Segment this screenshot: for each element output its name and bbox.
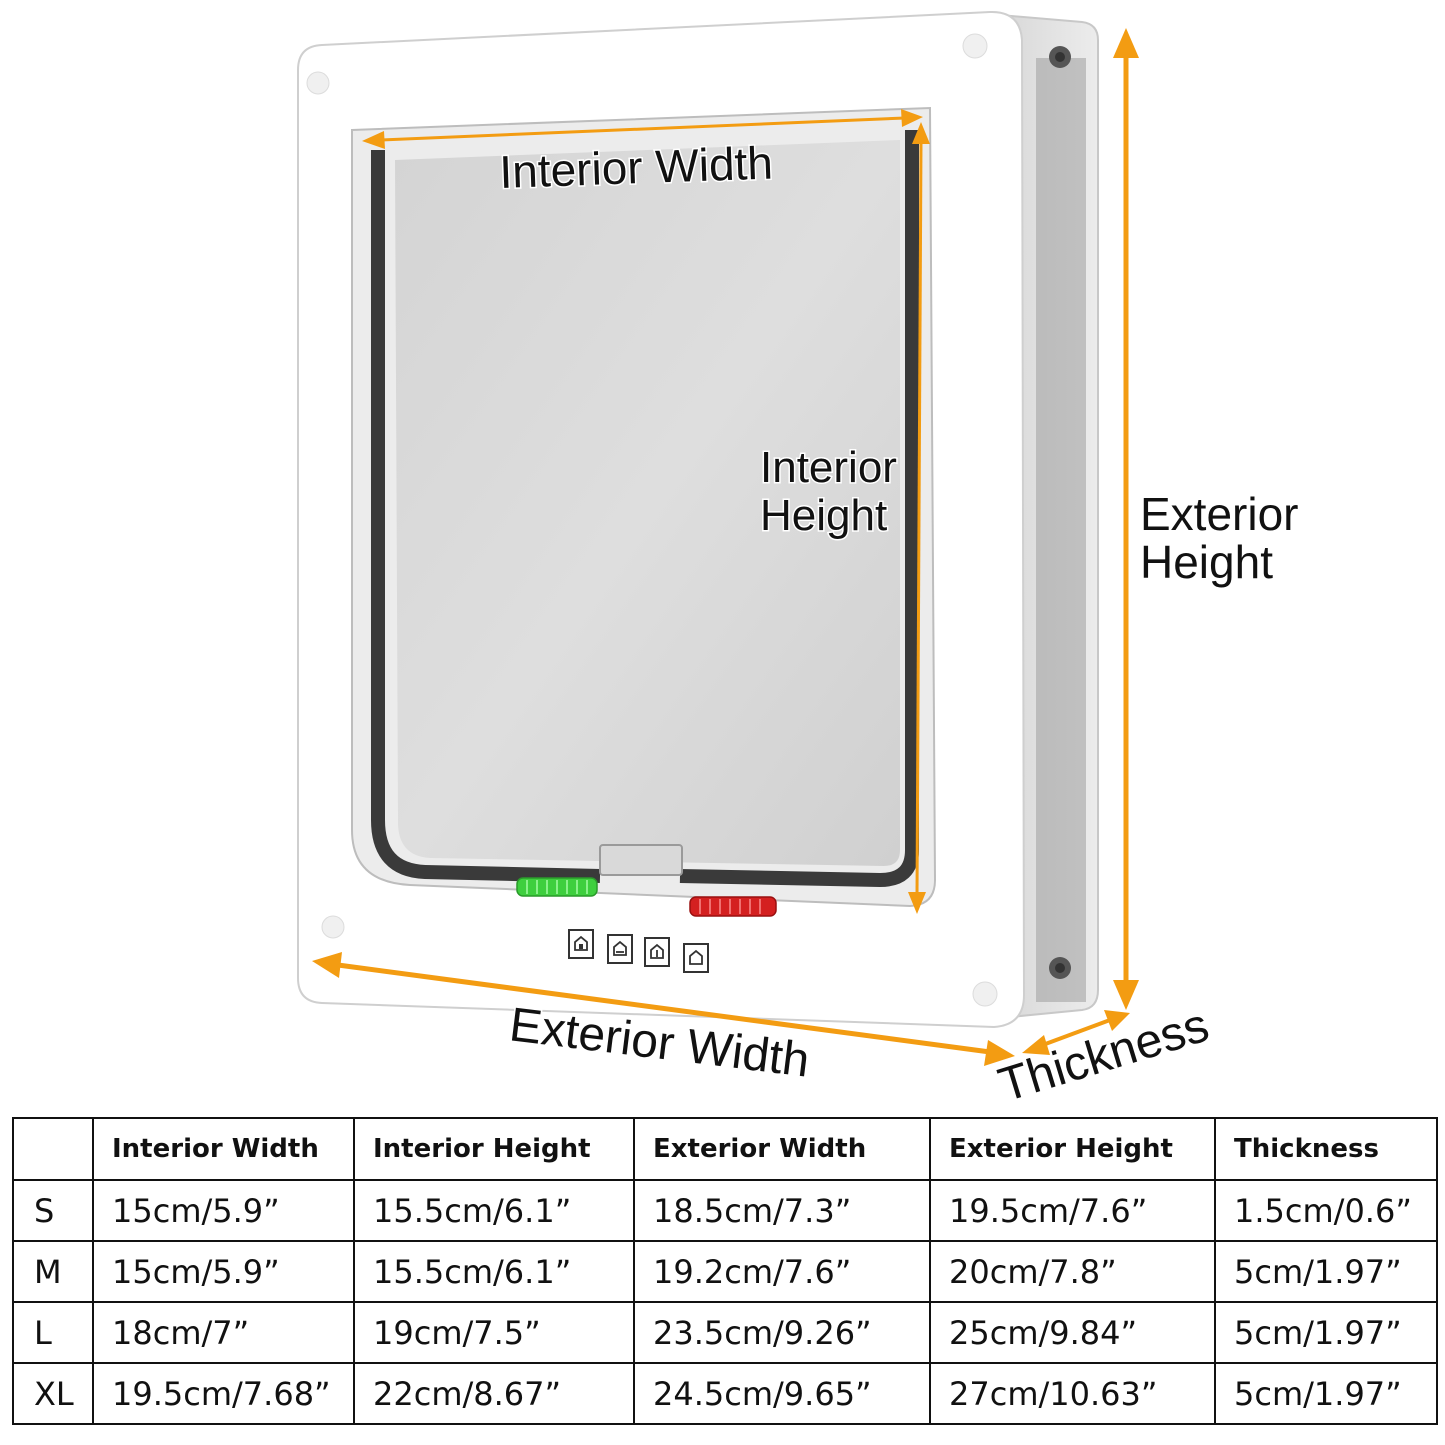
header-exterior-width: Exterior Width (633, 1117, 931, 1181)
exterior-height-cell: 19.5cm/7.6” (929, 1179, 1216, 1242)
exterior-height-arrow (1113, 28, 1139, 1010)
interior-height-arrow (908, 122, 930, 914)
screw-cover (321, 915, 345, 939)
green-lock-lever (516, 877, 598, 897)
lock-mode-icons (568, 929, 709, 973)
interior-height-cell: 15.5cm/6.1” (353, 1240, 635, 1303)
interior-width-cell: 18cm/7” (92, 1301, 355, 1364)
exterior-height-cell: 25cm/9.84” (929, 1301, 1216, 1364)
table-row: L 18cm/7” 19cm/7.5” 23.5cm/9.26” 25cm/9.… (12, 1301, 1438, 1364)
flap-door (351, 106, 937, 908)
thickness-cell: 5cm/1.97” (1214, 1362, 1438, 1425)
flap-latch (599, 844, 683, 876)
size-cell: S (12, 1179, 94, 1242)
interior-height-cell: 15.5cm/6.1” (353, 1179, 635, 1242)
open-both-icon (683, 943, 709, 973)
screw-cover (972, 981, 998, 1007)
thickness-cell: 5cm/1.97” (1214, 1240, 1438, 1303)
table-row: XL 19.5cm/7.68” 22cm/8.67” 24.5cm/9.65” … (12, 1362, 1438, 1425)
table-row: M 15cm/5.9” 15.5cm/6.1” 19.2cm/7.6” 20cm… (12, 1240, 1438, 1303)
interior-width-cell: 15cm/5.9” (92, 1240, 355, 1303)
size-cell: L (12, 1301, 94, 1364)
thickness-cell: 1.5cm/0.6” (1214, 1179, 1438, 1242)
exterior-width-cell: 18.5cm/7.3” (633, 1179, 931, 1242)
cat-flap-diagram: Interior Width Interior Height Exterior … (297, 10, 1311, 1110)
table-row: S 15cm/5.9” 15.5cm/6.1” 18.5cm/7.3” 19.5… (12, 1179, 1438, 1242)
screw-cover (962, 33, 988, 59)
red-lock-lever (689, 896, 777, 917)
size-cell: XL (12, 1362, 94, 1425)
dimension-arrows (312, 28, 1139, 1066)
size-table: Interior Width Interior Height Exterior … (12, 1117, 1438, 1425)
interior-height-cell: 19cm/7.5” (353, 1301, 635, 1364)
brush-seal (371, 150, 601, 883)
exterior-height-cell: 27cm/10.63” (929, 1362, 1216, 1425)
interior-width-cell: 15cm/5.9” (92, 1179, 355, 1242)
exit-only-icon (607, 934, 633, 964)
header-interior-width: Interior Width (92, 1117, 355, 1181)
thickness-arrow (1022, 1010, 1130, 1055)
interior-height-cell: 22cm/8.67” (353, 1362, 635, 1425)
entry-only-icon (644, 937, 670, 967)
table-header-row: Interior Width Interior Height Exterior … (12, 1117, 1438, 1181)
size-cell: M (12, 1240, 94, 1303)
exterior-width-cell: 23.5cm/9.26” (633, 1301, 931, 1364)
interior-width-label: Interior Width (499, 136, 774, 198)
header-interior-height: Interior Height (353, 1117, 635, 1181)
lock-in-out-icon (568, 929, 594, 959)
brush-seal (679, 130, 919, 888)
interior-height-label: Interior Height (760, 443, 909, 540)
exterior-width-arrow (312, 952, 1015, 1066)
header-exterior-height: Exterior Height (929, 1117, 1216, 1181)
exterior-width-cell: 24.5cm/9.65” (633, 1362, 931, 1425)
thickness-cell: 5cm/1.97” (1214, 1301, 1438, 1364)
screw-cover (306, 71, 330, 95)
interior-width-cell: 19.5cm/7.68” (92, 1362, 355, 1425)
exterior-height-label: Exterior Height (1140, 488, 1311, 588)
header-size (12, 1117, 94, 1181)
exterior-height-cell: 20cm/7.8” (929, 1240, 1216, 1303)
interior-width-arrow (362, 109, 923, 149)
header-thickness: Thickness (1214, 1117, 1438, 1181)
exterior-width-cell: 19.2cm/7.6” (633, 1240, 931, 1303)
